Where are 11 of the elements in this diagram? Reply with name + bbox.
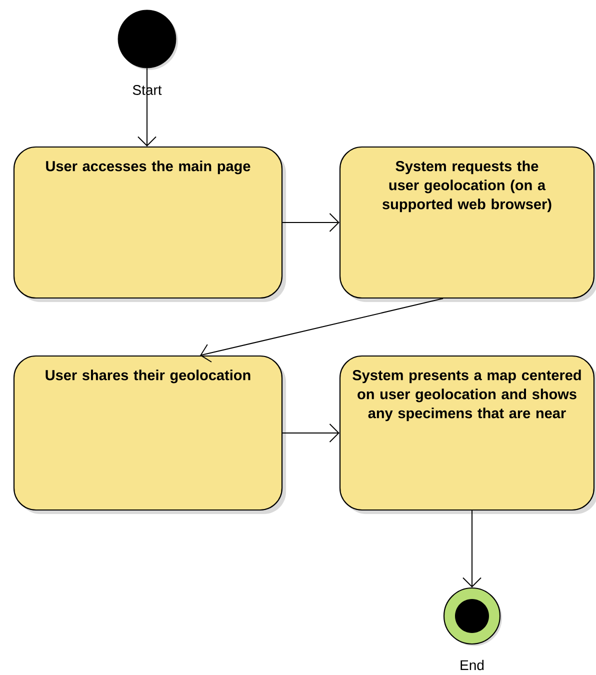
arrow — [462, 510, 482, 588]
node-label: End — [458, 658, 486, 672]
activity-box: System requests the user geolocation (on a supported web browser) — [339, 146, 596, 302]
arrow — [282, 424, 340, 442]
start-node — [118, 10, 178, 70]
end-node — [443, 587, 502, 646]
activity-box: System presents a map centered on user geolocation and shows any specimens that are near — [339, 355, 596, 514]
arrow — [200, 298, 444, 362]
activity-box: User shares their geolocation — [13, 355, 286, 514]
activity-box: User accesses the main page — [13, 146, 286, 302]
arrow — [282, 213, 340, 232]
